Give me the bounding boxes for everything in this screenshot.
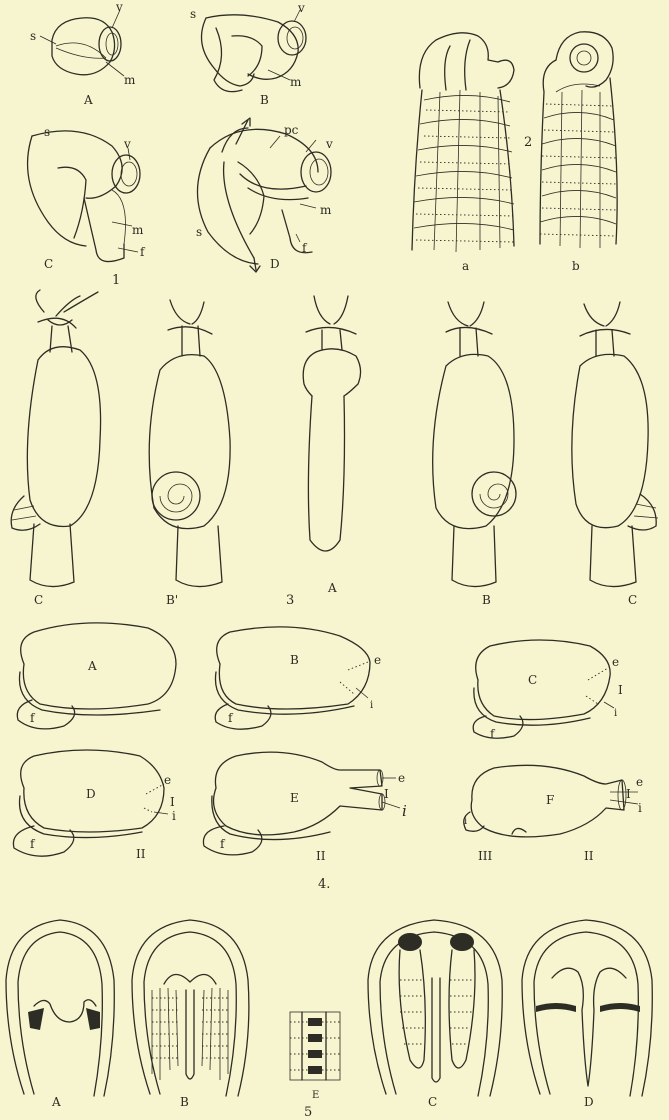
fig4f-label-I: I: [626, 787, 631, 801]
fig1d-label-pc: pc: [284, 123, 299, 137]
fig1d-panel-letter: D: [270, 257, 280, 271]
fig4f-label-e: e: [636, 775, 643, 789]
fig1d-label-v: v: [325, 137, 333, 151]
fig1c-panel-letter: C: [44, 257, 53, 271]
figure-2: a b 2: [412, 32, 617, 273]
fig1-panel-d: v pc m s f D: [196, 118, 333, 272]
fig3-label-c-left: C: [34, 593, 43, 607]
fig4c-label-e: e: [612, 655, 619, 669]
fig1a-label-s: s: [30, 29, 36, 43]
fig4-panel-f: F e I i i III II: [464, 765, 643, 863]
fig1c-label-f: f: [140, 245, 146, 259]
fig3-number: 3: [286, 593, 294, 608]
fig1-panel-c: s v m f C 1: [28, 125, 146, 288]
fig4f-label-i: i: [638, 801, 642, 815]
fig5-panel-d: D: [522, 920, 652, 1109]
fig4e-label-II: II: [316, 849, 326, 863]
fig4e-panel-letter: E: [290, 791, 299, 805]
fig1c-label-s: s: [44, 125, 50, 139]
fig3-panel-b: B: [433, 302, 516, 607]
fig5-panel-b: B: [132, 920, 249, 1109]
fig4c-panel-letter: C: [528, 673, 537, 687]
figure-5: A B E: [6, 920, 652, 1120]
fig4d-label-I: I: [170, 795, 175, 809]
fig4f-label-III: III: [478, 849, 492, 863]
fig5e-panel-letter: E: [312, 1090, 319, 1101]
fig4-panel-e: E e I i II f: [203, 752, 407, 863]
fig1b-panel-letter: B: [260, 93, 269, 107]
fig1-panel-a: v s m A: [30, 0, 136, 107]
fig3-label-c-right: C: [628, 593, 637, 607]
fig4c-label-f: f: [490, 727, 496, 741]
fig4f-label-II: II: [584, 849, 594, 863]
fig4e-label-I: I: [384, 787, 389, 801]
fig5a-panel-letter: A: [51, 1095, 61, 1109]
fig4e-label-i: i: [402, 802, 407, 820]
fig2-panel-b: b: [540, 32, 617, 273]
fig4a-panel-letter: A: [87, 659, 97, 673]
fig5-panel-a: A: [6, 920, 114, 1109]
fig3-label-b-prime: B': [166, 593, 178, 607]
fig5-number: 5: [304, 1105, 312, 1120]
fig3-label-b: B: [482, 593, 491, 607]
fig4-panel-b: B e i f: [215, 627, 381, 729]
fig1-panel-b: s v m B: [190, 1, 306, 107]
fig4b-label-e: e: [374, 653, 381, 667]
fig1b-label-m: m: [290, 75, 302, 89]
fig4-panel-c: C e I i f: [473, 640, 623, 741]
fig1c-label-v: v: [123, 137, 131, 151]
fig4d-panel-letter: D: [86, 787, 96, 801]
fig3-panel-b-prime: B': [149, 300, 230, 607]
fig2-panel-a: a: [412, 33, 514, 273]
fig3-panel-a: A: [303, 296, 360, 595]
fig4d-label-e: e: [164, 773, 171, 787]
fig4-number: 4.: [318, 877, 330, 892]
fig5d-panel-letter: D: [584, 1095, 594, 1109]
fig4e-label-e: e: [398, 771, 405, 785]
fig1a-label-v: v: [115, 0, 123, 14]
fig4a-label-f: f: [30, 711, 36, 725]
fig3-label-a: A: [327, 581, 337, 595]
fig1d-label-m: m: [320, 203, 332, 217]
fig4f-label-i-small: i: [464, 816, 467, 827]
fig3-panel-c-left: C: [11, 290, 100, 607]
fig4b-panel-letter: B: [290, 653, 299, 667]
fig3-panel-c-right: C: [572, 302, 658, 607]
fig1b-label-v: v: [297, 1, 305, 15]
fig2a-panel-letter: a: [462, 259, 469, 273]
fig5-panel-c: C: [368, 920, 502, 1109]
fig1c-label-m: m: [132, 223, 144, 237]
fig1d-label-s: s: [196, 225, 202, 239]
fig1a-panel-letter: A: [83, 93, 93, 107]
fig2-number: 2: [524, 135, 532, 150]
fig5c-panel-letter: C: [428, 1095, 437, 1109]
fig4f-panel-letter: F: [546, 793, 554, 807]
fig4c-label-I: I: [618, 683, 623, 697]
fig5-panel-e: E: [290, 1012, 340, 1101]
fig1a-label-m: m: [124, 73, 136, 87]
figure-3: C B' A B: [11, 290, 658, 608]
fig2b-panel-letter: b: [572, 259, 580, 273]
fig5b-panel-letter: B: [180, 1095, 189, 1109]
fig4d-label-f: f: [30, 837, 36, 851]
fig4b-label-f: f: [228, 711, 234, 725]
fig1-number: 1: [112, 273, 120, 288]
fig4d-label-II: II: [136, 847, 146, 861]
fig4b-label-i: i: [370, 700, 373, 711]
fig4-panel-d: D e I i II f: [13, 750, 176, 861]
figure-1: v s m A s v m B: [28, 0, 333, 288]
fig4d-label-i: i: [172, 809, 176, 823]
figure-4: A f B e i f C e I i f: [13, 623, 643, 892]
fig1b-label-s: s: [190, 7, 196, 21]
fig4e-label-f: f: [220, 837, 226, 851]
fig4-panel-a: A f: [17, 623, 176, 729]
fig4c-label-i: i: [614, 708, 617, 719]
